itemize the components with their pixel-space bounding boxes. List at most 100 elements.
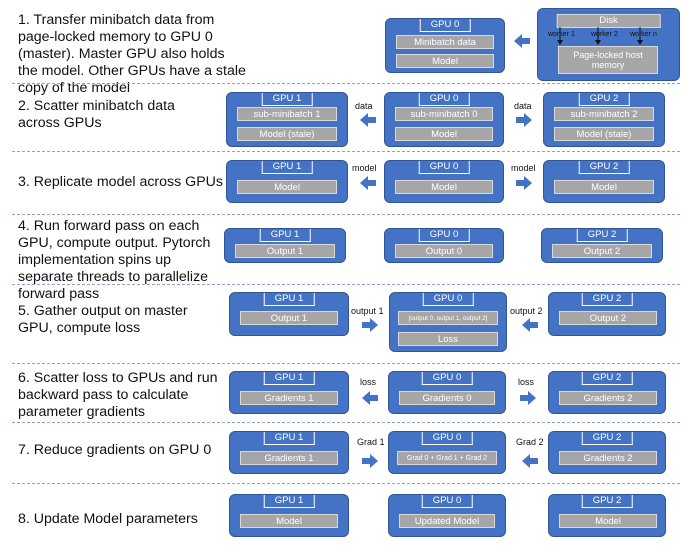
gpu2-row5: GPU 2 Output 2 (548, 292, 666, 336)
gpu0-row7: GPU 0 Grad 0 + Grad 1 + Grad 2 (388, 431, 506, 474)
arrow-left (514, 34, 530, 48)
model-box: Model (395, 180, 493, 194)
gpu-title: GPU 0 (418, 229, 470, 242)
worker-2-label: worker 2 (591, 31, 618, 38)
gpu-title: GPU 2 (578, 161, 630, 174)
page-locked-memory-box: Page-locked host memory (558, 46, 658, 74)
output-2-box: Output 2 (559, 311, 657, 325)
gpu1-row2: GPU 1 sub-minibatch 1 Model (stale) (226, 92, 348, 147)
gpu2-row6: GPU 2 Gradients 2 (548, 371, 666, 414)
arrow-label-grad-2: Grad 2 (516, 437, 544, 447)
gpu0-row1: GPU 0 Minibatch data Model (385, 18, 505, 73)
separator (12, 363, 680, 364)
arrow-label-model-left: model (352, 163, 377, 173)
gradients-0-box: Gradients 0 (399, 391, 495, 405)
output-list-box: [output 0, output 1, output 2] (398, 311, 498, 325)
sub-minibatch-1-box: sub-minibatch 1 (237, 107, 337, 121)
gpu0-row6: GPU 0 Gradients 0 (388, 371, 506, 414)
gpu-title: GPU 2 (578, 93, 630, 106)
gpu0-row8: GPU 0 Updated Model (388, 494, 506, 537)
arrow-left (360, 113, 376, 127)
gpu-title: GPU 1 (263, 432, 315, 445)
output-1-box: Output 1 (235, 244, 335, 258)
gpu-title: GPU 1 (261, 93, 313, 106)
gpu-title: GPU 0 (421, 372, 473, 385)
gpu-title: GPU 2 (581, 495, 633, 508)
arrow-label-data-right: data (514, 101, 532, 111)
model-stale-box: Model (stale) (237, 127, 337, 141)
gpu2-row4: GPU 2 Output 2 (541, 228, 663, 263)
arrow-right (516, 176, 532, 190)
output-2-box: Output 2 (552, 244, 652, 258)
gpu-title: GPU 1 (263, 372, 315, 385)
step-2-text: 2. Scatter minibatch data across GPUs (18, 98, 175, 131)
gpu0-row3: GPU 0 Model (384, 160, 504, 203)
gpu-title: GPU 0 (419, 19, 471, 32)
gpu-title: GPU 0 (418, 161, 470, 174)
output-1-box: Output 1 (240, 311, 338, 325)
step-3-text: 3. Replicate model across GPUs (18, 174, 224, 190)
gpu-title: GPU 0 (418, 93, 470, 106)
gpu-title: GPU 2 (581, 372, 633, 385)
gpu-title: GPU 1 (263, 495, 315, 508)
gpu-title: GPU 2 (581, 293, 633, 306)
arrow-left (522, 318, 538, 332)
gpu-title: GPU 1 (261, 161, 313, 174)
arrow-label-loss-right: loss (518, 377, 535, 387)
arrow-right (520, 391, 536, 405)
gpu-title: GPU 0 (422, 293, 474, 306)
separator (12, 151, 680, 152)
model-box: Model (559, 514, 657, 528)
gpu2-row2: GPU 2 sub-minibatch 2 Model (stale) (543, 92, 665, 147)
sub-minibatch-0-box: sub-minibatch 0 (395, 107, 493, 121)
worker-arrows (557, 27, 643, 45)
arrow-left (522, 454, 538, 468)
gpu-title: GPU 2 (576, 229, 628, 242)
gpu1-row8: GPU 1 Model (229, 494, 349, 537)
gradients-2-box: Gradients 2 (559, 391, 657, 405)
grad-sum-box: Grad 0 + Grad 1 + Grad 2 (397, 451, 497, 465)
separator (12, 214, 680, 215)
gpu-title: GPU 1 (263, 293, 315, 306)
gpu1-row4: GPU 1 Output 1 (224, 228, 346, 263)
arrow-left (362, 391, 378, 405)
separator (12, 483, 680, 484)
arrow-label-output-2: output 2 (510, 306, 543, 316)
arrow-right (362, 454, 378, 468)
gpu-title: GPU 2 (581, 432, 633, 445)
gpu1-row7: GPU 1 Gradients 1 (229, 431, 349, 474)
gradients-2-box: Gradients 2 (559, 451, 657, 465)
updated-model-box: Updated Model (399, 514, 495, 528)
gpu-title: GPU 0 (421, 495, 473, 508)
separator (12, 83, 680, 84)
model-box: Model (396, 54, 494, 68)
model-box: Model (395, 127, 493, 141)
gpu2-row8: GPU 2 Model (548, 494, 666, 537)
separator (12, 422, 680, 423)
gpu-title: GPU 0 (421, 432, 473, 445)
output-0-box: Output 0 (395, 244, 493, 258)
model-stale-box: Model (stale) (554, 127, 654, 141)
step-1-text: 1. Transfer minibatch data from page-loc… (18, 12, 246, 96)
step-7-text: 7. Reduce gradients on GPU 0 (18, 442, 212, 458)
disk-title: Disk (556, 14, 661, 28)
step-8-text: 8. Update Model parameters (18, 511, 198, 527)
gradients-1-box: Gradients 1 (240, 391, 338, 405)
gpu2-row7: GPU 2 Gradients 2 (548, 431, 666, 474)
sub-minibatch-2-box: sub-minibatch 2 (554, 107, 654, 121)
gpu0-row4: GPU 0 Output 0 (384, 228, 504, 263)
gradients-1-box: Gradients 1 (240, 451, 338, 465)
arrow-label-model-right: model (511, 163, 536, 173)
model-box: Model (240, 514, 338, 528)
step-5-text: 5. Gather output on master GPU, compute … (18, 303, 188, 336)
arrow-label-loss-left: loss (360, 377, 377, 387)
gpu1-row6: GPU 1 Gradients 1 (229, 371, 349, 414)
disk-box: Disk worker 1 worker 2 worker n Page-loc… (537, 8, 680, 81)
gpu2-row3: GPU 2 Model (543, 160, 665, 203)
step-6-text: 6. Scatter loss to GPUs and run backward… (18, 370, 218, 420)
gpu1-row5: GPU 1 Output 1 (229, 292, 349, 336)
arrow-right (362, 318, 378, 332)
gpu0-row5: GPU 0 [output 0, output 1, output 2] Los… (389, 292, 507, 352)
worker-1-label: worker 1 (548, 31, 575, 38)
worker-n-label: worker n (630, 31, 657, 38)
